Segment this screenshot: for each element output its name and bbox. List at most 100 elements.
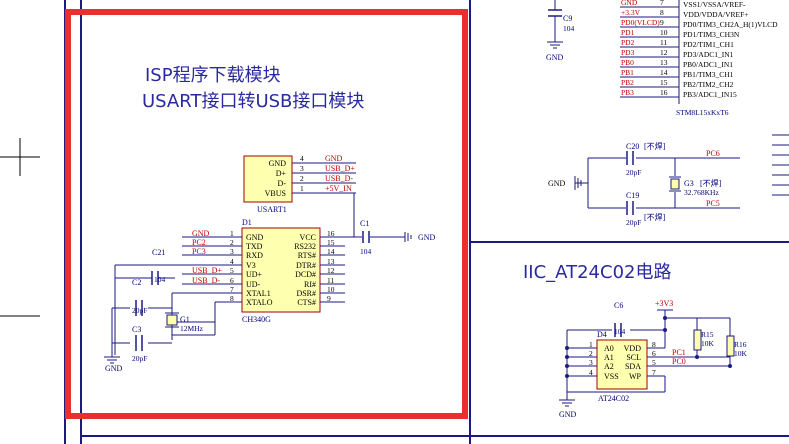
d1-pin-name: RXD — [246, 251, 263, 260]
r16-ref: R16 — [734, 340, 747, 349]
mcu-pin-num: 15 — [660, 78, 668, 87]
mcu-pin-num: 8 — [660, 8, 664, 17]
c6-capacitor[interactable]: C6 104 — [614, 301, 626, 337]
net-label: PB1 — [621, 68, 634, 77]
c9-ref: C9 — [563, 14, 572, 23]
usart1-pin-name: D- — [278, 179, 287, 188]
d1-pin-num: 4 — [230, 257, 234, 266]
mcu-pin-name: PB2/TIM2_CH2 — [683, 80, 734, 89]
g1-ref: G1 — [180, 315, 190, 324]
c3-capacitor[interactable]: C3 20pF — [132, 325, 147, 363]
right-edge-marks — [772, 134, 789, 196]
net-label: +5V_IN — [325, 184, 352, 193]
usart1-pin-name: VBUS — [265, 189, 286, 198]
mcu-pin-name: PB0/ADC1_IN1 — [683, 60, 733, 69]
d4-pin-name: A1 — [604, 353, 614, 362]
c1-capacitor[interactable]: C1 104 GND — [360, 219, 436, 256]
d1-part: CH340G — [242, 315, 271, 324]
d4-pin-num: 7 — [652, 368, 656, 377]
net-label: PB3 — [621, 88, 634, 97]
mcu-pin-num: 10 — [660, 28, 668, 37]
usart1-pin-name: D+ — [276, 169, 287, 178]
d4-pin-num: 6 — [652, 349, 656, 358]
mcu-pin-num: 11 — [660, 38, 667, 47]
mcu-pin-num: 16 — [660, 88, 668, 97]
d1-pin-name: DTR# — [296, 261, 316, 270]
d4-pin-num: 2 — [589, 349, 593, 358]
r16-value: 10K — [734, 349, 748, 358]
d4-part: AT24C02 — [598, 394, 629, 403]
c2-capacitor[interactable]: C2 20pF — [132, 278, 147, 316]
d4-pin-name: SCL — [626, 353, 641, 362]
d1-pin-num: 6 — [230, 276, 234, 285]
d4-designator: D4 — [597, 330, 607, 339]
d1-pin-name: V3 — [246, 261, 256, 270]
d1-ch340g[interactable]: D1 CH340G GND1GNDTXD2PC2RXD3PC3V34UD+5US… — [172, 218, 345, 324]
d1-pin-name: XTALO — [246, 298, 273, 307]
mcu-pin-name: PB1/TIM3_CH1 — [683, 70, 734, 79]
iic-gnd-symbol — [559, 392, 575, 407]
d1-pin-num: 11 — [327, 276, 334, 285]
d4-pin-name: A2 — [604, 362, 614, 371]
net-label: PD1 — [621, 28, 635, 37]
mcu-pin-num: 7 — [660, 0, 664, 7]
usart1-pin-num: 2 — [300, 174, 304, 183]
net-label: PD2 — [621, 38, 635, 47]
c3-ref: C3 — [132, 325, 141, 334]
net-label: USB_D- — [192, 276, 220, 285]
g1-crystal[interactable]: G1 12MHz — [165, 312, 204, 333]
mcu-pin-name: PD0/TIM3_CH2A_H(1)VLCD — [683, 20, 778, 29]
net-label: GND — [621, 0, 638, 7]
net-label: USB_D+ — [325, 164, 355, 173]
selection-highlight-box[interactable] — [65, 9, 468, 419]
isp-title-line2: USART接口转USB接口模块 — [142, 91, 364, 112]
isp-wiring — [111, 193, 405, 355]
d1-designator: D1 — [242, 218, 252, 227]
mcu-pin-num: 12 — [660, 48, 668, 57]
c3-value: 20pF — [132, 354, 147, 363]
usart1-connector[interactable]: GND D+ D- VBUS 4 3 2 1 GND USB_D+ USB_D-… — [243, 154, 356, 214]
d1-pin-num: 16 — [327, 229, 335, 238]
c21-value: 104 — [154, 275, 166, 284]
net-label: PD0(VLCD) — [621, 18, 660, 27]
c1-value: 104 — [360, 247, 372, 256]
c20-ref: C20 — [626, 142, 639, 151]
d1-pin-name: RI# — [304, 280, 316, 289]
net-label: GND — [325, 154, 343, 163]
c19-value: 20pF — [626, 218, 641, 227]
iic-title: IIC_AT24C02电路 — [523, 262, 671, 283]
usart1-pin-name: GND — [269, 159, 287, 168]
d4-pin-name: SDA — [625, 362, 641, 371]
clock-gnd: GND — [548, 179, 566, 188]
d4-pin-num: 3 — [589, 358, 593, 367]
g3-note: [不焊] — [700, 178, 722, 188]
usart1-pin-num: 4 — [300, 154, 304, 163]
d1-pin-name: VCC — [300, 233, 316, 242]
d4-pin-name: VDD — [624, 344, 642, 353]
c9-value: 104 — [563, 24, 575, 33]
usart1-designator: USART1 — [257, 205, 287, 214]
d1-pin-name: RTS# — [298, 251, 316, 260]
c21-capacitor[interactable]: C21 104 — [115, 248, 175, 285]
net-label: USB_D- — [325, 174, 353, 183]
d1-pin-num: 15 — [327, 238, 335, 247]
iic-gnd-label: GND — [559, 410, 577, 419]
c20-note: [不焊] — [644, 141, 666, 151]
d1-pin-name: GND — [246, 233, 264, 242]
net-pc0: PC0 — [672, 357, 686, 366]
net-label: PB0 — [621, 58, 634, 67]
net-label: PD3 — [621, 48, 635, 57]
c2-ref: C2 — [132, 278, 141, 287]
d4-pin-num: 5 — [652, 358, 656, 367]
d1-pin-num: 13 — [327, 257, 335, 266]
clock-circuit[interactable]: GND C20 [不焊] 20pF C19 [不焊] 20pF G3 [不焊] … — [548, 141, 740, 227]
g1-value: 12MHz — [180, 324, 204, 333]
d1-pin-num: 3 — [230, 247, 234, 256]
r15-ref: R15 — [701, 330, 714, 339]
c9-capacitor[interactable]: C9 104 GND — [546, 0, 575, 62]
mcu-pin-num: 9 — [660, 18, 664, 27]
net-label: USB_D+ — [192, 266, 222, 275]
